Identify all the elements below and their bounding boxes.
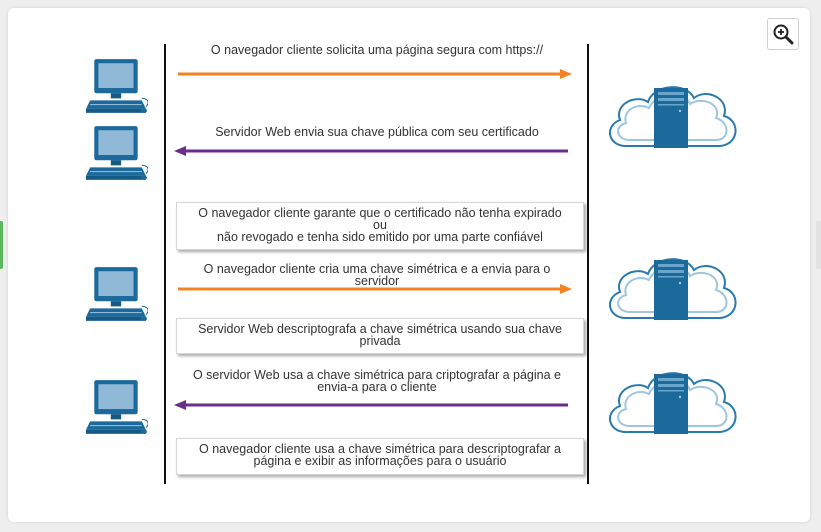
left-edge-tab <box>0 221 3 269</box>
step-7-line-2: página e exibir as informações para o us… <box>253 454 507 468</box>
step-5-line-2: privada <box>359 334 401 348</box>
right-edge-tab <box>816 221 821 269</box>
step-4-line-1: O navegador cliente cria uma chave simét… <box>203 262 551 276</box>
server-cloud-icon <box>602 248 742 332</box>
request-arrow <box>178 284 572 294</box>
step-6-line-2: envia-a para o cliente <box>317 380 437 394</box>
step-7-line-1: O navegador cliente usa a chave simétric… <box>199 442 561 456</box>
server-cloud-icon <box>602 362 742 446</box>
computer-icon <box>86 267 148 323</box>
computer-icon <box>86 126 148 182</box>
response-arrow <box>174 146 568 156</box>
step-3-line-1: O navegador cliente garante que o certif… <box>198 206 562 220</box>
server-timeline <box>587 44 589 484</box>
server-cloud-icon <box>602 76 742 160</box>
step-4-line-2: servidor <box>354 274 400 288</box>
zoom-in-icon <box>773 24 794 45</box>
zoom-button[interactable] <box>767 18 799 50</box>
computer-icon <box>86 59 148 115</box>
step-5-line-1: Servidor Web descriptografa a chave simé… <box>198 322 562 336</box>
step-4-label: O navegador cliente cria uma chave simét… <box>172 262 582 288</box>
step-7-box: O navegador cliente usa a chave simétric… <box>176 438 584 475</box>
step-6-line-1: O servidor Web usa a chave simétrica par… <box>192 368 561 382</box>
client-timeline <box>164 44 166 484</box>
step-6-label: O servidor Web usa a chave simétrica par… <box>172 368 582 394</box>
request-arrow <box>178 69 572 79</box>
step-3-line-2: ou <box>373 218 387 232</box>
step-1-label: O navegador cliente solicita uma página … <box>210 43 544 57</box>
step-2-label: Servidor Web envia sua chave pública com… <box>215 125 539 139</box>
step-5-box: Servidor Web descriptografa a chave simé… <box>176 318 584 354</box>
response-arrow <box>174 400 568 410</box>
computer-icon <box>86 380 148 436</box>
step-3-box: O navegador cliente garante que o certif… <box>176 202 584 250</box>
step-3-line-3: não revogado e tenha sido emitido por um… <box>217 230 543 244</box>
